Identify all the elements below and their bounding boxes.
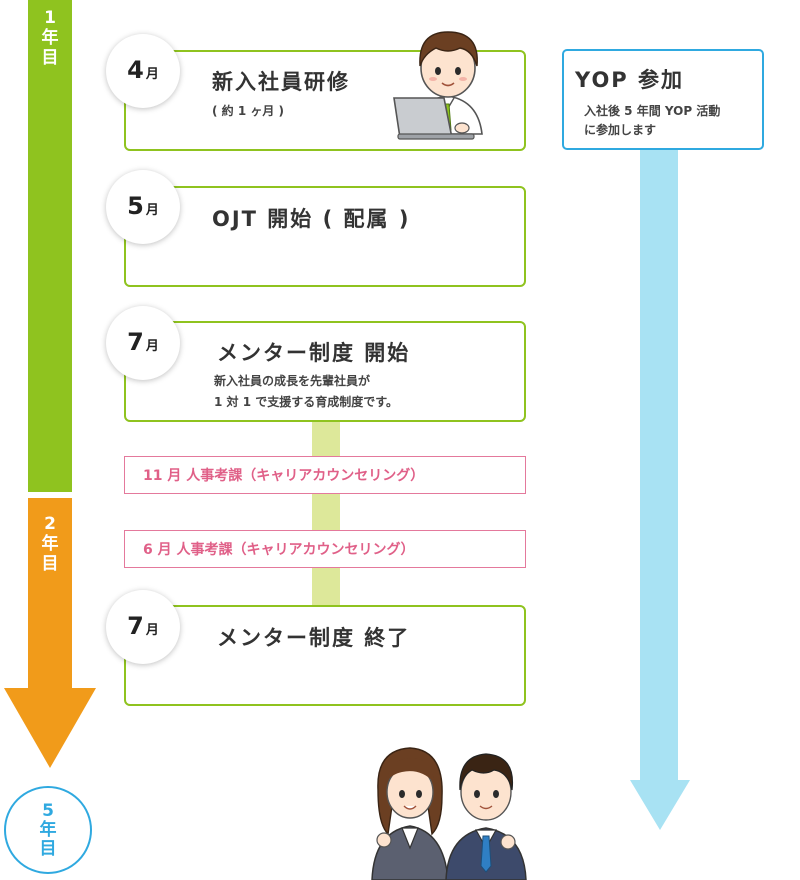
timeline-connector xyxy=(312,568,340,606)
interview-bar: 6 月 人事考課（キャリアカウンセリング） xyxy=(124,530,526,568)
two-new-employees-illustration xyxy=(371,747,527,880)
yop-description: 入社後 5 年間 YOP 活動 に参加します xyxy=(584,102,754,140)
yop-title: YOP 参加 xyxy=(575,68,685,92)
timeline-connector xyxy=(312,422,340,456)
event-subtitle: 1 対 1 で支援する育成制度です。 xyxy=(214,395,399,409)
yop-arrowhead xyxy=(630,780,690,830)
timeline-connector xyxy=(312,494,340,530)
event-title: メンター制度 終了 xyxy=(217,626,411,650)
event-box-mentor-end xyxy=(124,605,526,706)
yop-box xyxy=(562,49,764,150)
year5-label: 5 年 目 xyxy=(4,786,92,874)
year2-timeline-bar xyxy=(28,498,72,690)
year1-label: 1 年 目 xyxy=(41,8,59,68)
yop-description-line: に参加します xyxy=(584,123,657,137)
event-title: OJT 開始 ( 配属 ) xyxy=(212,207,411,231)
event-subtitle: ( 約 1 ヶ月 ) xyxy=(212,104,285,118)
interview-bar: 11 月 人事考課（キャリアカウンセリング） xyxy=(124,456,526,494)
event-title: メンター制度 開始 xyxy=(217,341,411,365)
event-subtitle: 新入社員の成長を先輩社員が xyxy=(214,374,371,388)
timeline-arrowhead xyxy=(4,688,96,768)
yop-description-line: 入社後 5 年間 YOP 活動 xyxy=(584,104,721,118)
event-box-mentor-start xyxy=(124,321,526,422)
year1-timeline-bar xyxy=(28,0,72,492)
event-box-ojt xyxy=(124,186,526,287)
year2-label: 2 年 目 xyxy=(41,514,59,574)
employee-at-laptop-illustration xyxy=(393,31,483,140)
yop-arrow-shaft xyxy=(640,150,678,782)
event-title: 新入社員研修 xyxy=(212,70,350,94)
